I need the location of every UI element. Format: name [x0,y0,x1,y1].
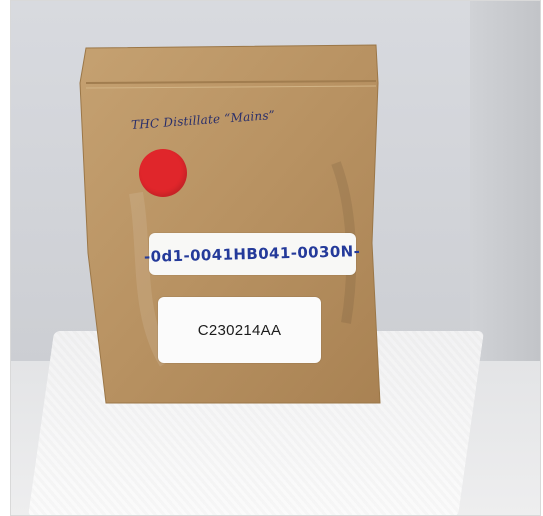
photo-frame: THC Distillate “Mains” -0d1-0041HB041-00… [10,0,541,516]
red-dot-sticker [139,149,187,197]
lot-label: C230214AA [158,297,321,363]
batch-label: -0d1-0041HB041-0030N- [144,233,361,275]
lot-label-text: C230214AA [197,321,282,339]
batch-label-text: -0d1-0041HB041-0030N- [144,242,361,266]
